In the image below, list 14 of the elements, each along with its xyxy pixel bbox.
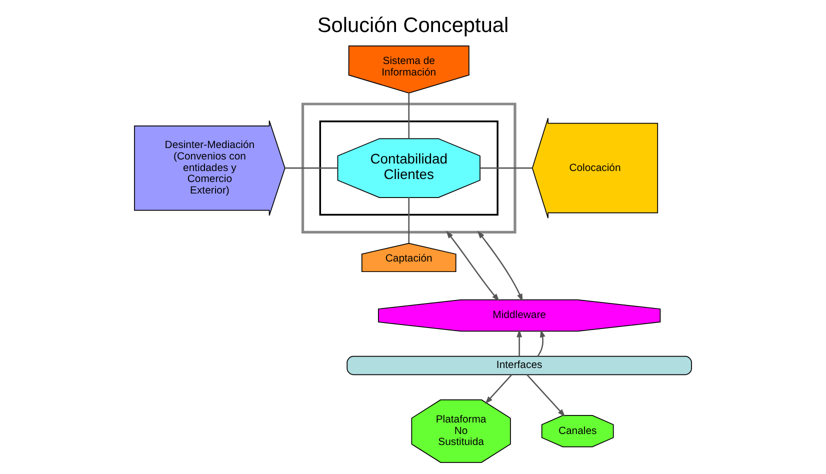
arrow: [516, 329, 522, 356]
cluster: [319, 120, 498, 216]
connector: [480, 167, 532, 169]
cluster: [301, 102, 516, 234]
connector: [408, 197, 410, 244]
node-box: Interfaces: [346, 356, 692, 376]
connector: [285, 167, 338, 169]
arrow: [477, 230, 523, 302]
diagram-title: Solución Conceptual: [317, 14, 509, 37]
arrow: [526, 374, 566, 417]
arrow: [537, 329, 546, 357]
arrow: [446, 230, 500, 302]
connector: [408, 92, 410, 139]
arrow: [485, 374, 512, 404]
